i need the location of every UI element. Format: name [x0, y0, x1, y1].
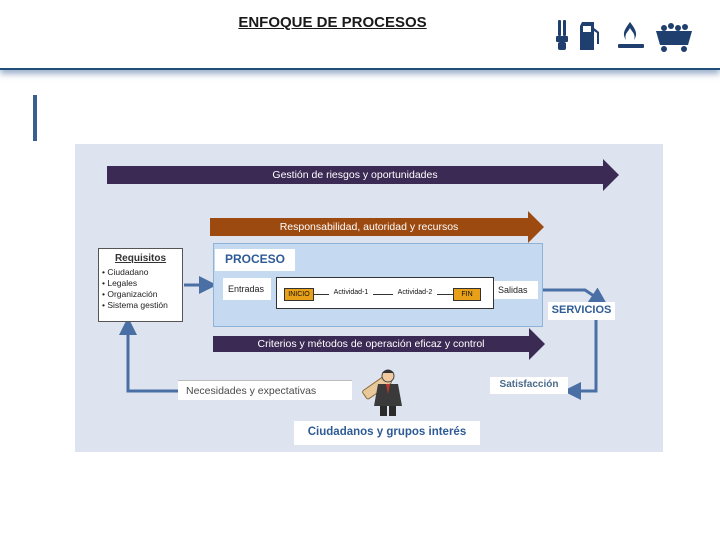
left-accent-bar [33, 95, 37, 141]
risks-arrow-label: Gestión de riesgos y oportunidades [272, 169, 438, 181]
process-inputs-label: Entradas [223, 278, 271, 300]
requirement-item: Ciudadano [102, 267, 179, 278]
needs-label: Necesidades y expectativas [178, 380, 352, 400]
risks-arrow: Gestión de riesgos y oportunidades [107, 166, 603, 184]
slide-header: ENFOQUE DE PROCESOS [0, 0, 720, 70]
fuel-pump-icon [580, 22, 599, 50]
process-outputs-label: Salidas [494, 281, 538, 299]
flow-connector [373, 294, 393, 295]
requirement-item: Sistema gestión [102, 300, 179, 311]
requirement-item: Organización [102, 289, 179, 300]
requirements-title: Requisitos [114, 253, 167, 264]
light-bulb-icon [556, 20, 568, 50]
mine-cart-icon [656, 23, 692, 52]
gas-flame-icon [618, 22, 644, 48]
slide-title: ENFOQUE DE PROCESOS [238, 14, 427, 31]
responsibility-arrow-label: Responsabilidad, autoridad y recursos [279, 221, 459, 233]
flow-activity-1: Actividad-1 [333, 289, 369, 296]
requirements-list: Ciudadano Legales Organización Sistema g… [102, 267, 179, 311]
flow-end-step: FIN [453, 288, 481, 301]
stakeholders-label: Ciudadanos y grupos interés [294, 421, 480, 445]
citizen-person-icon [362, 369, 402, 416]
flow-activity-2: Actividad-2 [397, 289, 433, 296]
header-icon-strip [556, 20, 692, 52]
flow-connector [437, 294, 453, 295]
process-title: PROCESO [215, 249, 295, 271]
requirement-item: Legales [102, 278, 179, 289]
flow-connector [314, 294, 329, 295]
requirements-box: Requisitos Ciudadano Legales Organizació… [98, 248, 183, 322]
flow-start-step: INICIO [284, 288, 314, 301]
responsibility-arrow: Responsabilidad, autoridad y recursos [210, 218, 528, 236]
services-label: SERVICIOS [548, 302, 615, 320]
satisfaction-label: Satisfacción [490, 377, 568, 394]
criteria-arrow-label: Criterios y métodos de operación eficaz … [257, 338, 485, 350]
criteria-arrow: Criterios y métodos de operación eficaz … [213, 336, 529, 352]
